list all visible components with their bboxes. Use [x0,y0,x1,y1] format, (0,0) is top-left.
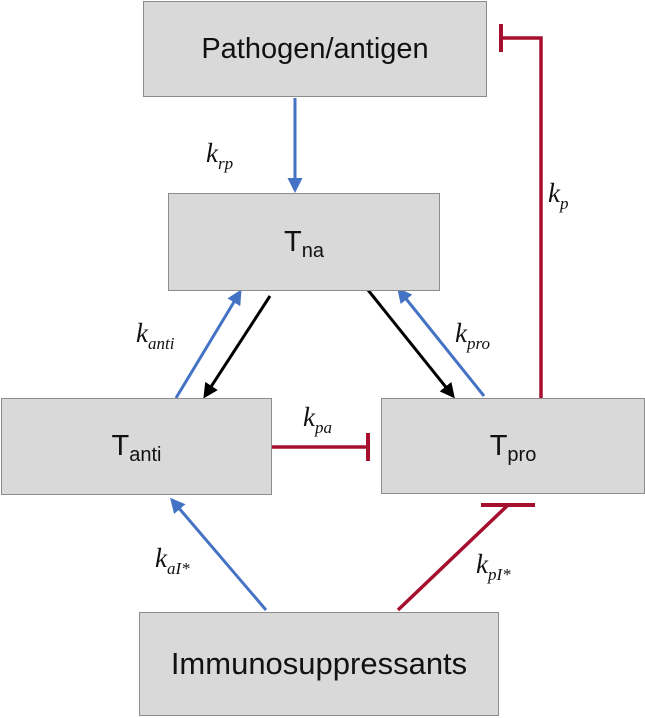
rate-label-k-pi-sub: pI* [487,565,511,584]
rate-label-k-ai-sub: aI* [166,559,190,578]
node-t-pro-sub: pro [507,443,537,466]
edge-tna-to-tpro [366,289,455,399]
rate-label-k-anti-base: k [136,318,148,348]
rate-label-k-pro-sub: pro [466,334,490,353]
node-pathogen: Pathogen/antigen [143,1,487,97]
rate-label-k-pro-base: k [455,318,467,348]
rate-label-k-p: kp [548,178,568,213]
node-immunosuppressants: Immunosuppressants [139,612,499,716]
rate-label-k-rp-sub: rp [217,154,234,173]
rate-label-k-pa-base: k [303,402,315,432]
node-t-na-base: T [284,225,302,258]
rate-label-k-anti: kanti [136,318,174,353]
node-pathogen-label: Pathogen/antigen [201,32,429,65]
rate-label-k-rp-base: k [206,138,218,168]
node-t-na-sub: na [301,239,324,262]
edge-tanti-to-tna [174,289,242,399]
node-t-pro-base: T [489,429,508,462]
node-immunosuppressants-label: Immunosuppressants [170,646,468,681]
rate-label-k-pi: kpI* [476,549,511,584]
rate-label-k-pi-base: k [476,549,488,579]
rate-label-k-ai: kaI* [155,543,190,578]
node-t-anti-base: T [111,430,130,462]
rate-label-k-rp: krp [206,138,233,173]
edge-tpro-inhibits-pathogen [503,36,543,398]
rate-label-k-anti-sub: anti [147,334,175,353]
edge-immuno-to-tanti [170,497,268,611]
rate-label-k-pa: kpa [303,402,332,437]
edge-tpro-to-tna [397,287,486,397]
rate-label-k-p-sub: p [559,194,569,213]
node-t-anti-sub: anti [129,444,162,466]
edge-immuno-inhibits-tpro [396,503,510,612]
rate-label-k-p-base: k [548,178,560,208]
rate-label-k-pro: kpro [455,318,490,353]
edge-tna-to-tanti [203,295,272,399]
rate-label-k-ai-base: k [155,543,167,573]
rate-label-k-pa-sub: pa [314,418,332,437]
